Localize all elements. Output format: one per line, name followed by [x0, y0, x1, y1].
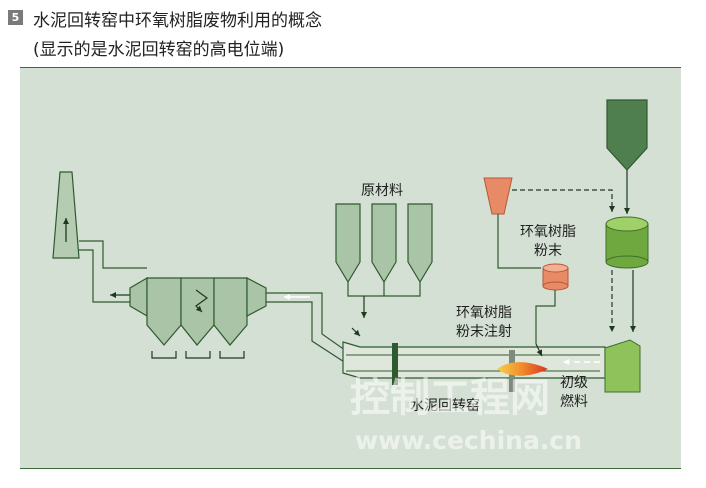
kiln-gas-duct	[266, 292, 363, 370]
fuel-bin	[605, 216, 649, 332]
primary-fuel-silo	[606, 99, 648, 214]
chimney	[52, 171, 80, 259]
watermark-brand: 控制工程网	[350, 375, 550, 421]
figure-title: 水泥回转窑中环氧树脂废物利用的概念	[33, 11, 322, 31]
epoxy-feed-hopper	[483, 177, 615, 269]
flame-icon	[497, 362, 548, 376]
label-epoxy-powder-2: 粉末	[534, 243, 562, 259]
label-epoxy-powder: 环氧树脂	[520, 224, 576, 240]
label-injection: 环氧树脂	[456, 305, 512, 321]
raw-material-silos	[335, 203, 433, 337]
label-rotary-kiln: 水泥回转窑	[410, 397, 480, 414]
label-injection-2: 粉末注射	[456, 324, 512, 340]
watermark-url: www.cechina.cn	[355, 426, 582, 455]
epoxy-powder-vessel	[535, 263, 569, 357]
label-primary-fuel: 初级	[560, 374, 588, 391]
figure-subtitle: (显示的是水泥回转窑的高电位端)	[33, 40, 285, 60]
label-primary-fuel-2: 燃料	[560, 393, 588, 410]
label-raw-material: 原材料	[361, 183, 403, 199]
figure-number-badge: 5	[8, 10, 23, 25]
kiln-hood	[604, 339, 641, 393]
dust-filter	[129, 276, 267, 359]
